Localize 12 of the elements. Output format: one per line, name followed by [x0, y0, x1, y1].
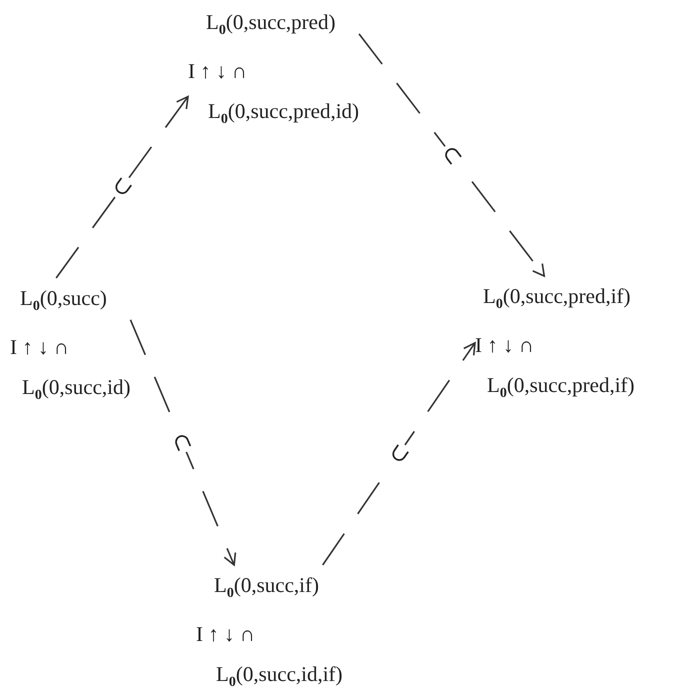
formula-text: L$_{0}$(0,succ,pred): [206, 9, 336, 40]
formula-text: L$_{0}$(0,succ): [20, 285, 107, 316]
formula-text: L$_{0}$(0,succ,pred,id): [208, 98, 360, 129]
relation-symbols: I ↑ ↓ ∩: [10, 334, 69, 361]
formula-text: L$_{0}$(0,succ,id,if): [216, 661, 343, 692]
formula-text: L$_{0}$(0,succ,if): [214, 572, 319, 603]
relation-symbols: I ↑ ↓ ∩: [196, 621, 255, 648]
formula-text: L$_{0}$(0,succ,id): [22, 374, 130, 405]
formula-text: L$_{0}$(0,succ,pred,if): [487, 372, 635, 403]
relation-symbols: I ↑ ↓ ∩: [188, 58, 247, 85]
formula-text: L$_{0}$(0,succ,pred,if): [483, 283, 631, 314]
relation-symbols: I ↑ ↓ ∩: [475, 332, 534, 359]
